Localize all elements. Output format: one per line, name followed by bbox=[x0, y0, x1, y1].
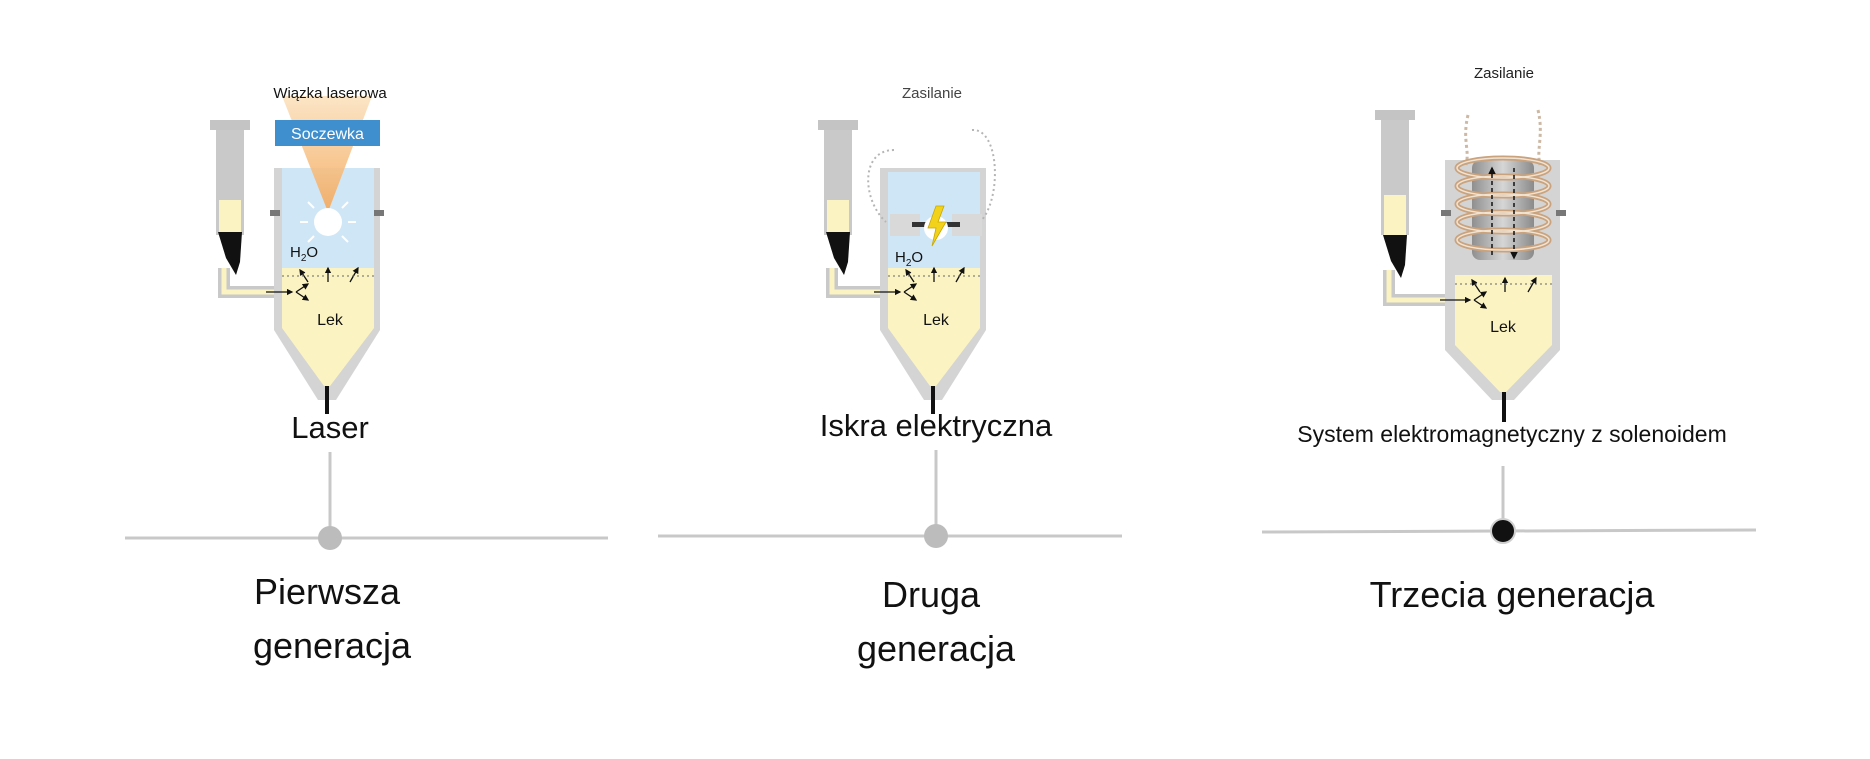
generation-3-device: Lek bbox=[1375, 109, 1566, 422]
generation-label-1: Pierwsza generacja bbox=[253, 571, 412, 666]
syringe-1 bbox=[210, 120, 285, 298]
vessel-2 bbox=[880, 168, 986, 414]
generation-2-device: H2O Lek bbox=[818, 120, 996, 414]
syringe-3 bbox=[1375, 110, 1455, 306]
water-label: H2O bbox=[895, 249, 923, 269]
drug-label: Lek bbox=[317, 312, 344, 329]
vessel-1 bbox=[270, 168, 384, 414]
generation-label-2: Druga generacja bbox=[857, 574, 1016, 669]
electrode-right bbox=[952, 214, 982, 236]
magnetic-field-arrows bbox=[1488, 166, 1518, 260]
jet-arrows bbox=[1440, 276, 1537, 309]
bubble-expansion-arrows bbox=[300, 201, 356, 243]
syringe-piston-icon bbox=[1383, 235, 1407, 278]
coil-cable-right bbox=[1536, 109, 1542, 166]
timeline bbox=[125, 450, 1757, 550]
syringe-piston-icon bbox=[218, 232, 242, 275]
syringe-2 bbox=[818, 120, 893, 298]
timeline-marker-3 bbox=[1490, 518, 1516, 544]
laser-beam-label: Wiązka laserowa bbox=[273, 85, 387, 102]
jet-arrows bbox=[874, 266, 965, 301]
drug-label: Lek bbox=[1490, 319, 1517, 336]
water-label: H2O bbox=[290, 244, 318, 264]
coil-cable-left bbox=[1464, 114, 1470, 166]
power-supply-label: Zasilanie bbox=[902, 85, 962, 102]
timeline-marker-1 bbox=[318, 526, 342, 550]
power-cable-left bbox=[867, 149, 895, 223]
method-label-laser: Laser bbox=[291, 410, 369, 445]
lens-label: Soczewka bbox=[291, 126, 364, 143]
timeline-marker-2 bbox=[924, 524, 948, 548]
drug-label: Lek bbox=[923, 312, 950, 329]
bubble-icon bbox=[314, 208, 342, 236]
syringe-piston-icon bbox=[826, 232, 850, 275]
electrode-left bbox=[890, 214, 920, 236]
generation-label-3: Trzecia generacja bbox=[1370, 574, 1656, 615]
method-label-solenoid: System elektromagnetyczny z solenoidem bbox=[1297, 421, 1727, 447]
power-supply-label: Zasilanie bbox=[1474, 65, 1534, 82]
spark-icon bbox=[927, 205, 947, 247]
method-label-spark: Iskra elektryczna bbox=[820, 408, 1053, 443]
generation-1-device: Soczewka H2O Lek bbox=[210, 96, 384, 414]
lens bbox=[275, 120, 380, 146]
